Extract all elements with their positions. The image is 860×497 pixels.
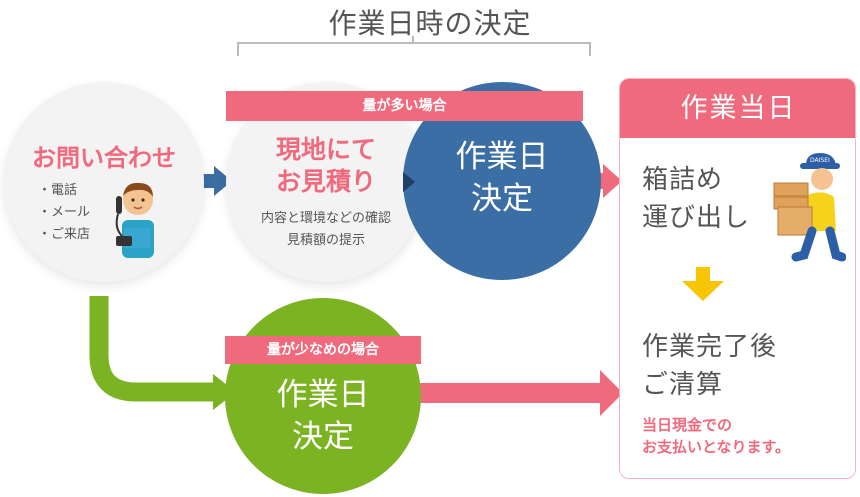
work-day-panel: 作業当日 箱詰め 運び出し DAISEI 作業完了後 ご清算 当日現金での お支… [619, 78, 856, 479]
inquiry-circle: お問い合わせ ・電話 ・メール ・ご来店 [4, 82, 204, 282]
completion-step: 作業完了後 ご清算 [642, 328, 777, 404]
packing-line1: 箱詰め [642, 165, 724, 195]
cap-label: DAISEI [810, 157, 830, 164]
green-arrow-head [213, 374, 236, 410]
section-title: 作業日時の決定 [328, 7, 532, 40]
decide-small-circle: 作業日 決定 [225, 298, 421, 494]
method-email: ・メール [38, 205, 91, 220]
decide-small-line2: 決定 [292, 419, 354, 455]
work-day-header: 作業当日 [620, 79, 855, 138]
blue-arrow-head [214, 166, 232, 196]
pink-connector-bottom [418, 383, 603, 403]
estimate-description: 内容と環境などの確認 見積額の提示 [226, 208, 426, 252]
small-arrow-icon [403, 172, 415, 192]
estimate-title-line1: 現地にて [275, 135, 376, 164]
decide-large-text: 作業日 決定 [403, 136, 601, 220]
completion-line2: ご清算 [642, 370, 724, 400]
small-amount-banner: 量が少なめの場合 [225, 336, 421, 364]
large-amount-banner: 量が多い場合 [226, 91, 583, 121]
title-bracket-tick [412, 36, 414, 44]
mover-carrying-boxes-icon: DAISEI [773, 153, 846, 262]
pink-connector-top [598, 173, 606, 189]
decide-large-line1: 作業日 [455, 139, 549, 175]
decide-small-line1: 作業日 [276, 377, 370, 413]
completion-line1: 作業完了後 [642, 332, 778, 362]
estimate-desc-line1: 内容と環境などの確認 [260, 211, 391, 226]
estimate-desc-line2: 見積額の提示 [286, 233, 365, 248]
pink-arrow-head-top [603, 164, 622, 198]
pink-arrow-head-bottom [600, 370, 623, 416]
person-on-phone-icon [115, 182, 154, 258]
payment-line1: 当日現金での [642, 416, 733, 434]
packing-line2: 運び出し [642, 203, 751, 233]
estimate-title-line2: お見積り [275, 167, 376, 196]
payment-line2: お支払いとなります。 [642, 438, 791, 456]
inquiry-methods: ・電話 ・メール ・ご来店 [38, 180, 90, 246]
packing-step: 箱詰め 運び出し [642, 161, 750, 237]
method-visit: ・ご来店 [38, 227, 91, 242]
inquiry-title: お問い合わせ [32, 144, 176, 172]
green-connector [89, 296, 215, 402]
decide-small-text: 作業日 決定 [225, 374, 421, 458]
payment-note: 当日現金での お支払いとなります。 [642, 414, 790, 458]
decide-large-line2: 決定 [471, 181, 533, 217]
estimate-title: 現地にて お見積り [226, 134, 426, 198]
method-phone: ・電話 [38, 183, 78, 198]
title-bracket [237, 42, 591, 56]
down-arrow-icon [682, 267, 724, 301]
